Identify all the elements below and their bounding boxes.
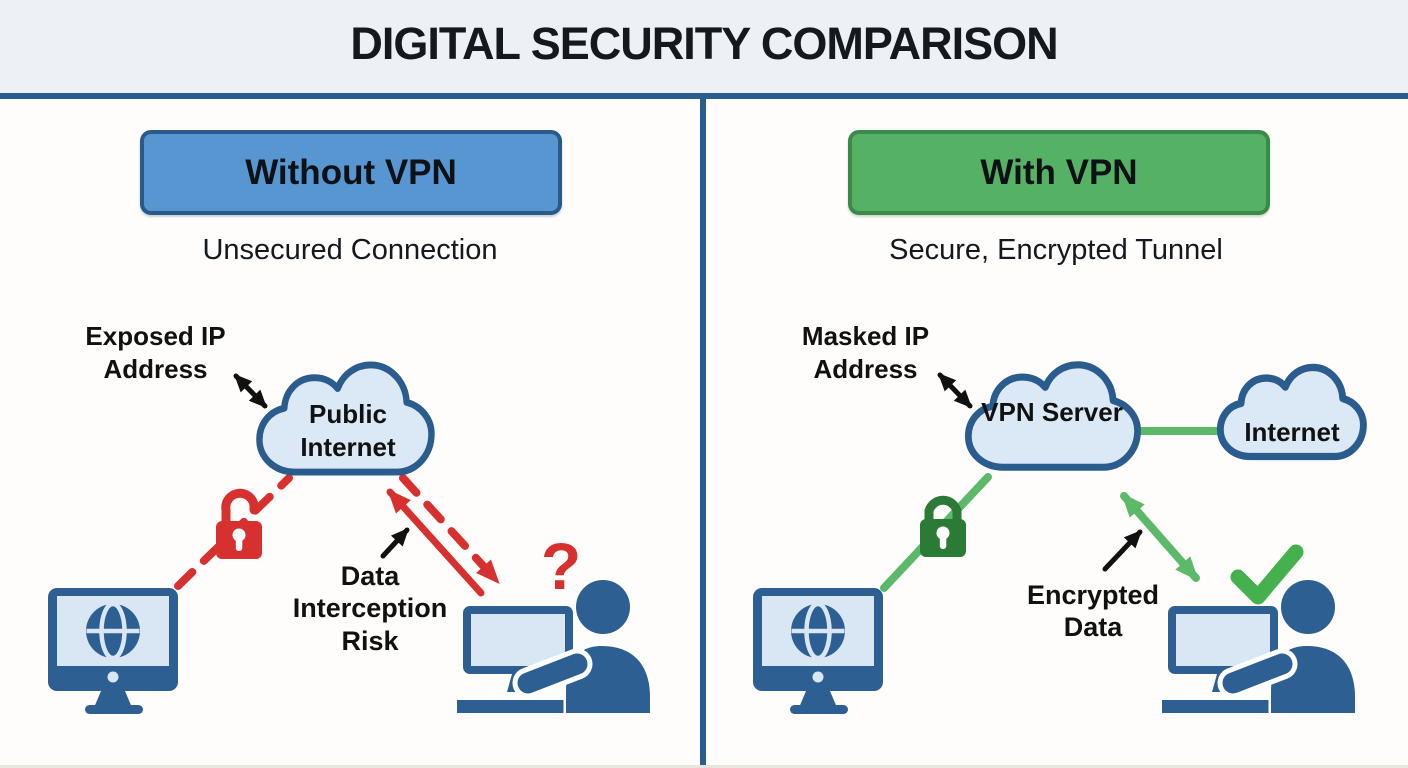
with-vpn-header-label: With VPN [980,152,1138,192]
intercepted-data-dashed-arrow [399,474,501,585]
globe-monitor-icon [753,588,883,714]
internet-cloud-label: Internet [1244,417,1340,447]
internet-cloud-icon [1216,363,1367,461]
checkmark-icon [1230,544,1304,605]
public-internet-cloud-icon [256,361,435,476]
exposed-ip-pointer-arrow [233,373,268,409]
public-internet-cloud-label: Public Internet [300,399,396,463]
left-subtitle: Unsecured Connection [202,234,498,266]
user-workstation-icon [457,580,653,716]
interception-arrow [386,488,485,597]
header-divider-line [0,93,1408,99]
bottom-edge-line [0,765,1408,768]
without-vpn-header: Without VPN [140,130,562,215]
padlock-closed-icon [920,495,966,557]
with-vpn-header: With VPN [848,130,1270,215]
user-workstation-icon [1162,580,1358,716]
panel-divider-line [700,99,706,768]
vpn-server-cloud-label: VPN Server [981,397,1123,427]
masked-ip-pointer-arrow [937,372,973,409]
encrypted-pointer-arrow [1102,529,1143,572]
page-title: DIGITAL SECURITY COMPARISON [350,18,1058,69]
masked-ip-label: Masked IP Address [801,321,930,385]
encrypted-data-arrow [1120,492,1200,582]
data-interception-risk-label: Data Interception Risk [292,561,448,656]
question-mark: ? [540,529,582,603]
vpn-server-cloud-icon [964,361,1141,471]
globe-monitor-icon [48,588,178,714]
encrypted-data-label: Encrypted Data [1026,580,1160,643]
without-vpn-header-label: Without VPN [245,152,457,192]
risk-pointer-arrow [380,527,410,559]
title-strip [0,0,1408,93]
padlock-open-icon [216,488,262,559]
right-subtitle: Secure, Encrypted Tunnel [889,234,1223,266]
exposed-ip-label: Exposed IP Address [85,321,226,385]
